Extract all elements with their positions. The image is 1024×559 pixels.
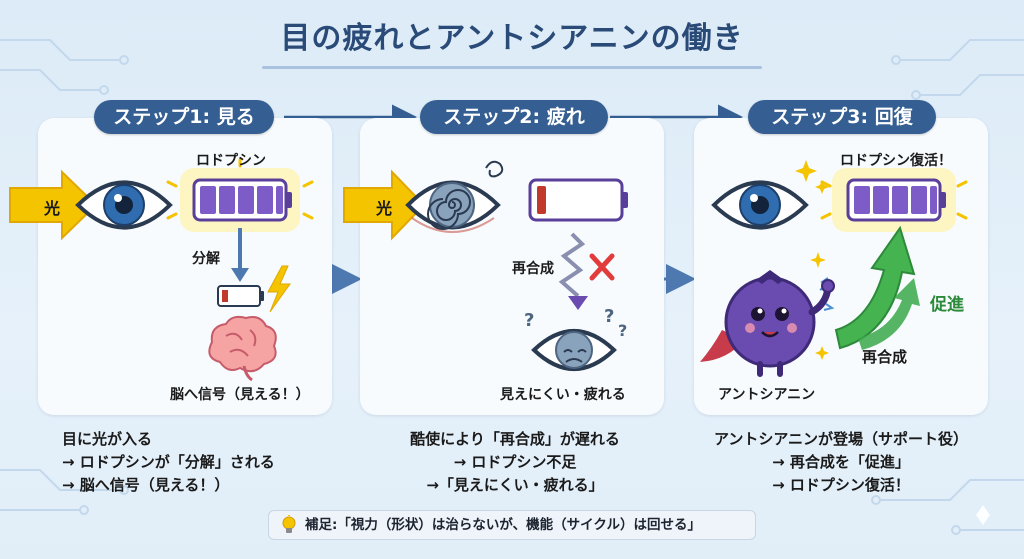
- anthocyanin-character-icon: [700, 270, 835, 377]
- sad-eye-icon: [531, 329, 617, 371]
- sparkle-icon: [795, 160, 829, 194]
- lightbulb-icon: [282, 515, 296, 533]
- supplement-note: 補足:「視力（形状）は治らないが、機能（サイクル）は回せる」: [268, 510, 756, 540]
- svg-text:?: ?: [604, 306, 614, 327]
- title-underline: [262, 66, 762, 69]
- step2-caption: 酷使により「再合成」が遅れる → ロドプシン不足 →「見えにくい・疲れる」: [410, 430, 620, 494]
- promote-arrow-icon: [858, 278, 920, 350]
- step2-pill: ステップ2: 疲れ: [420, 100, 608, 134]
- battery-full-icon: [192, 178, 292, 222]
- resynthesis-label-3: 再合成: [862, 348, 908, 366]
- tired-eye-icon: [405, 180, 501, 233]
- step3-pill: ステップ3: 回復: [748, 100, 936, 134]
- svg-text:?: ?: [524, 310, 534, 331]
- promote-label: 促進: [930, 295, 964, 315]
- light-arrow-icon: [343, 169, 426, 241]
- lightning-icon: [267, 265, 291, 313]
- step3-caption: アントシアニンが登場（サポート役） → 再合成を「促進」 → ロドプシン復活！: [713, 430, 969, 494]
- fail-x-icon: [589, 253, 615, 281]
- battery-full-icon: [846, 178, 946, 222]
- battery-low-icon: [217, 285, 264, 307]
- supplement-note-text: 補足:「視力（形状）は治らないが、機能（サイクル）は回せる」: [305, 517, 701, 533]
- rhodopsin-recover-label: ロドプシン復活！: [840, 153, 952, 169]
- step1-pill: ステップ1: 見る: [94, 100, 274, 134]
- tired-label: 見えにくい・疲れる: [500, 387, 626, 403]
- dizzy-icon: [485, 160, 504, 178]
- eye-icon: [711, 180, 809, 230]
- growth-arrow-icon: [834, 225, 916, 350]
- eye-icon: [75, 180, 173, 230]
- rhodopsin-label: ロドプシン: [196, 153, 266, 169]
- page-title: 目の疲れとアントシアニンの働き: [280, 21, 744, 56]
- step1-caption: 目に光が入る → ロドプシンが「分解」される → 脳へ信号（見える！）: [62, 430, 275, 494]
- resynthesis-label: 再合成: [512, 261, 554, 277]
- svg-text:?: ?: [618, 321, 627, 340]
- battery-empty-icon: [528, 178, 628, 222]
- light-label-2: 光: [376, 199, 393, 218]
- sparkle-icon: [810, 252, 829, 360]
- decompose-label: 分解: [192, 251, 220, 267]
- light-arrow-icon: [9, 169, 98, 241]
- light-label: 光: [44, 199, 61, 218]
- step2-card: [360, 118, 664, 415]
- anthocyanin-label: アントシアニン: [718, 387, 816, 403]
- step3-card: [694, 118, 988, 415]
- brain-icon: [208, 315, 277, 382]
- brain-signal-label: 脳へ信号（見える！）: [170, 387, 310, 403]
